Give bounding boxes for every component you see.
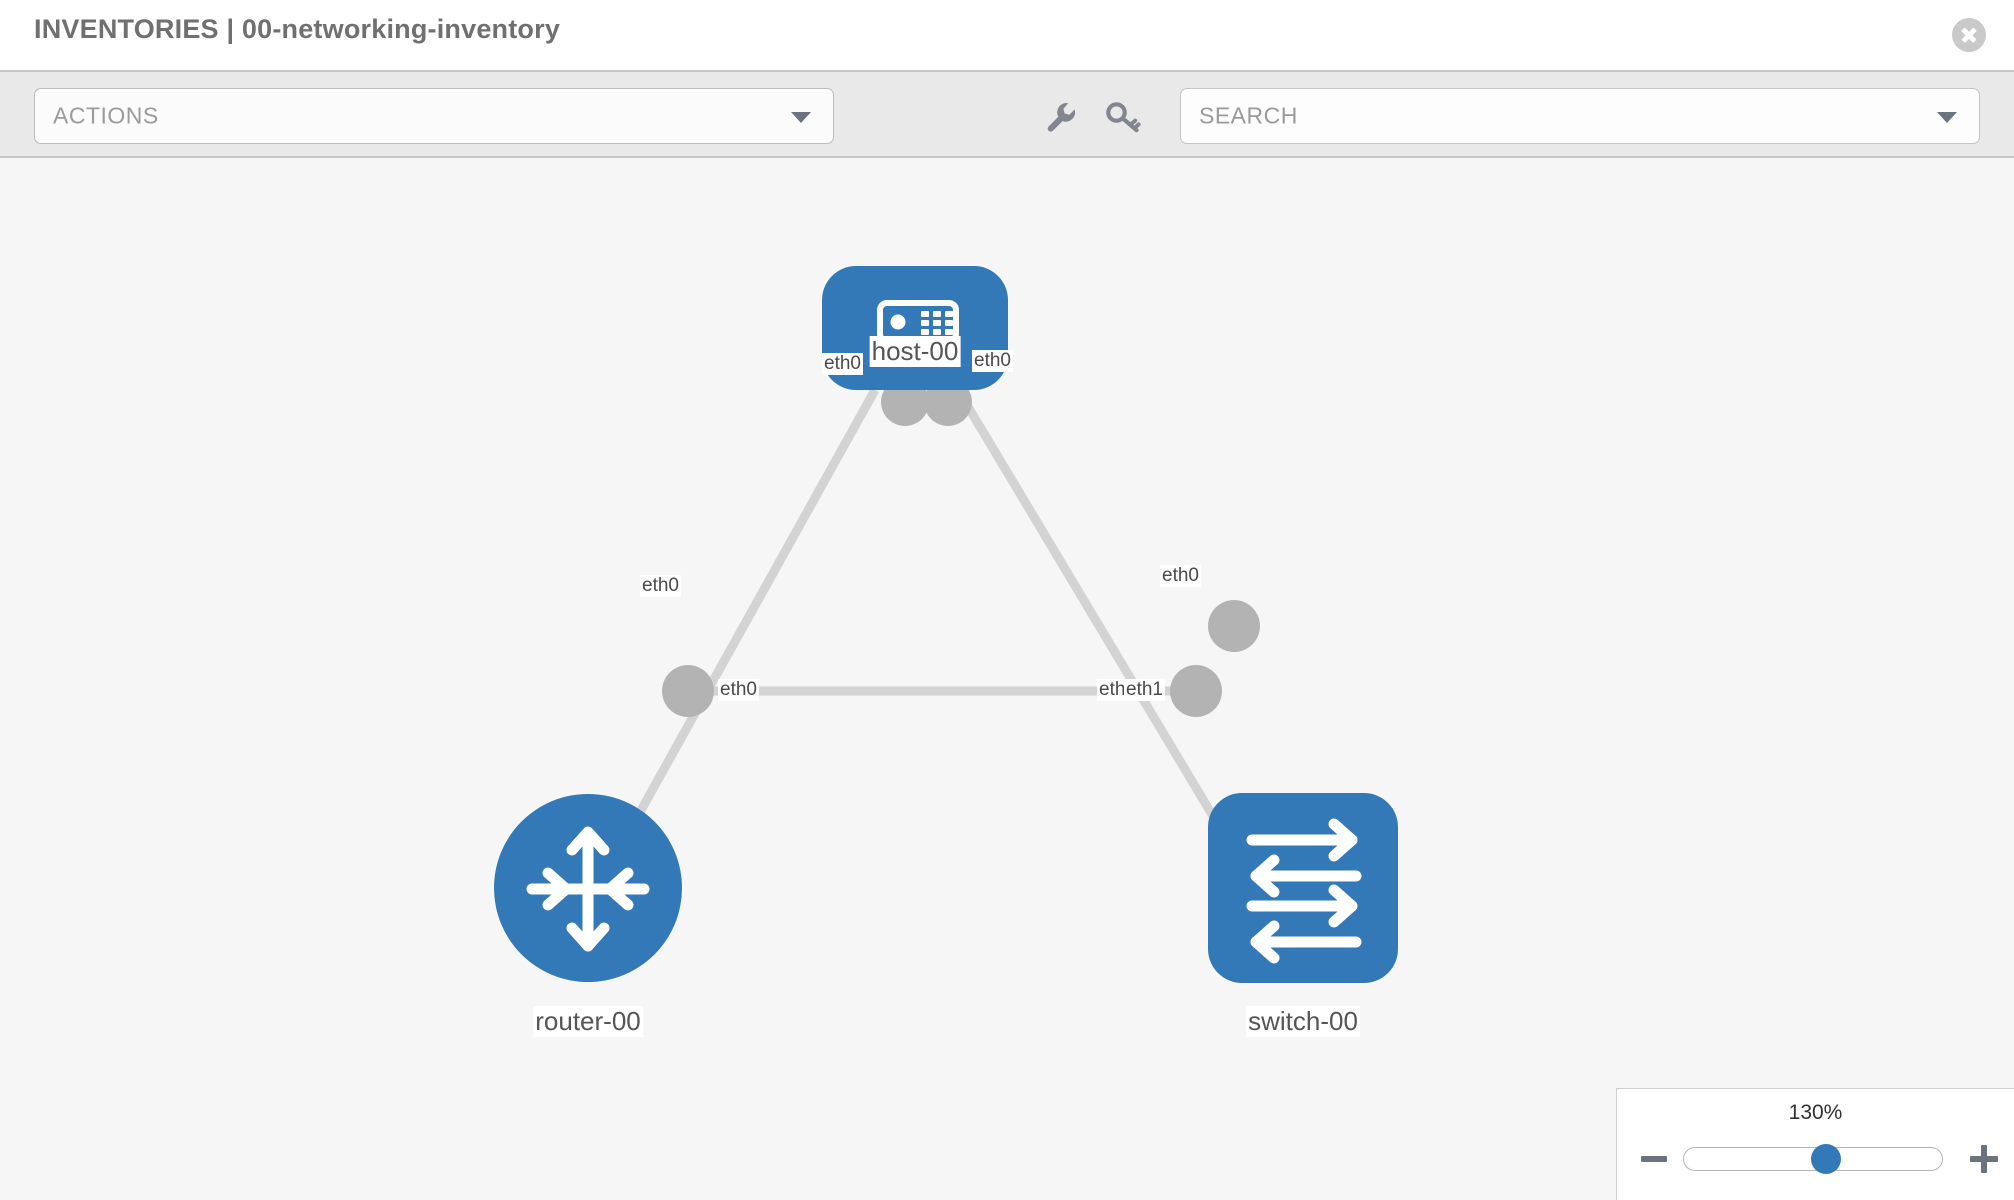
zoom-slider-row xyxy=(1617,1137,2014,1183)
interface-dot[interactable] xyxy=(1170,665,1222,717)
key-icon[interactable] xyxy=(1100,94,1146,140)
search-input[interactable]: SEARCH xyxy=(1180,88,1980,144)
actions-dropdown[interactable]: ACTIONS xyxy=(34,88,834,144)
iface-label-host-left: eth0 xyxy=(822,353,863,375)
zoom-slider-thumb[interactable] xyxy=(1810,1144,1841,1174)
chevron-down-icon xyxy=(791,112,811,123)
toolbar: ACTIONS SEARCH xyxy=(0,70,2014,158)
node-label-switch-00: switch-00 xyxy=(1246,1006,1360,1037)
node-host-00[interactable] xyxy=(822,266,1008,390)
close-icon[interactable] xyxy=(1952,18,1986,52)
iface-label-switch-up: eth0 xyxy=(1160,565,1201,587)
page-header: INVENTORIES | 00-networking-inventory xyxy=(0,0,2014,70)
node-label-host-00: host-00 xyxy=(869,336,961,367)
iface-label-switch-left-eth1: eth1 xyxy=(1124,679,1165,701)
iface-label-router-up: eth0 xyxy=(640,575,681,597)
interface-dot[interactable] xyxy=(1208,600,1260,652)
link-host-switch[interactable] xyxy=(954,387,1242,861)
iface-label-host-right: eth0 xyxy=(972,350,1013,372)
search-placeholder: SEARCH xyxy=(1199,102,1298,129)
zoom-out-button[interactable] xyxy=(1635,1137,1675,1181)
chevron-down-icon xyxy=(1937,112,1957,123)
zoom-in-button[interactable] xyxy=(1964,1137,2004,1181)
zoom-level-value: 130% xyxy=(1788,1101,1843,1124)
wrench-icon[interactable] xyxy=(1038,94,1084,140)
node-router-00[interactable] xyxy=(494,794,682,982)
link-host-router[interactable] xyxy=(596,387,879,887)
topology-canvas[interactable]: host-00 router-00 switch-00 eth0 eth0 et… xyxy=(0,158,2014,1200)
node-label-router-00: router-00 xyxy=(533,1006,643,1037)
page-title: INVENTORIES | 00-networking-inventory xyxy=(34,14,561,44)
zoom-control-panel: 130% xyxy=(1616,1088,2014,1200)
topology-graph xyxy=(494,266,1398,983)
actions-dropdown-label: ACTIONS xyxy=(53,102,159,129)
zoom-slider-track[interactable] xyxy=(1683,1144,1943,1174)
iface-label-router-right: eth0 xyxy=(718,679,759,701)
interface-dot[interactable] xyxy=(662,665,714,717)
node-switch-00[interactable] xyxy=(1208,793,1398,983)
